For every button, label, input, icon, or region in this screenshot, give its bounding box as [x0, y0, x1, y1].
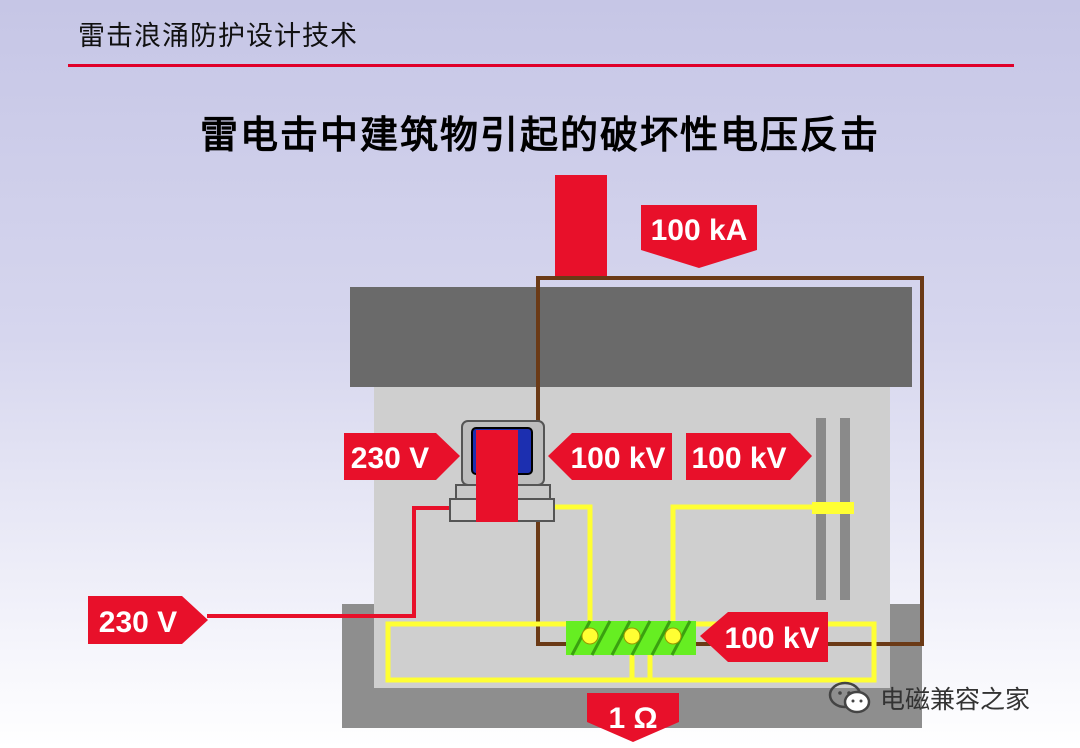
- watermark: 电磁兼容之家: [828, 680, 1030, 716]
- label-pipes-voltage: 100 kV: [686, 433, 812, 480]
- header-divider: [68, 64, 1014, 67]
- bonding-bar-hatch: [570, 620, 692, 656]
- label-computer-voltage: 100 kV: [548, 433, 672, 480]
- earth-resistance-text: 1 Ω: [608, 702, 657, 735]
- label-mains-inside: 230 V: [344, 433, 460, 480]
- watermark-text: 电磁兼容之家: [880, 685, 1031, 714]
- label-earth-resistance: 1 Ω: [587, 693, 679, 742]
- label-earth-bar-voltage: 100 kV: [700, 612, 828, 662]
- current-top-text: 100 kA: [651, 214, 748, 247]
- mains-supply-line: [207, 506, 476, 618]
- header-title: 雷击浪涌防护设计技术: [78, 21, 358, 52]
- bonding-terminals: [581, 627, 682, 645]
- mains-outside-text: 230 V: [99, 606, 177, 639]
- computer-surge-path: [476, 430, 518, 522]
- pipes-voltage-text: 100 kV: [691, 442, 786, 475]
- pipe-clamp: [812, 502, 854, 514]
- wechat-icon: [828, 681, 871, 714]
- label-mains-outside: 230 V: [88, 596, 208, 644]
- label-current-top: 100 kA: [641, 205, 757, 268]
- computer-voltage-text: 100 kV: [570, 442, 665, 475]
- lightning-strike-bar: [555, 175, 607, 277]
- earth-bar-voltage-text: 100 kV: [724, 622, 819, 655]
- building-roof: [350, 287, 912, 387]
- slide-title: 雷电击中建筑物引起的破坏性电压反击: [199, 112, 880, 157]
- computer: [449, 420, 555, 522]
- mains-inside-text: 230 V: [351, 442, 429, 475]
